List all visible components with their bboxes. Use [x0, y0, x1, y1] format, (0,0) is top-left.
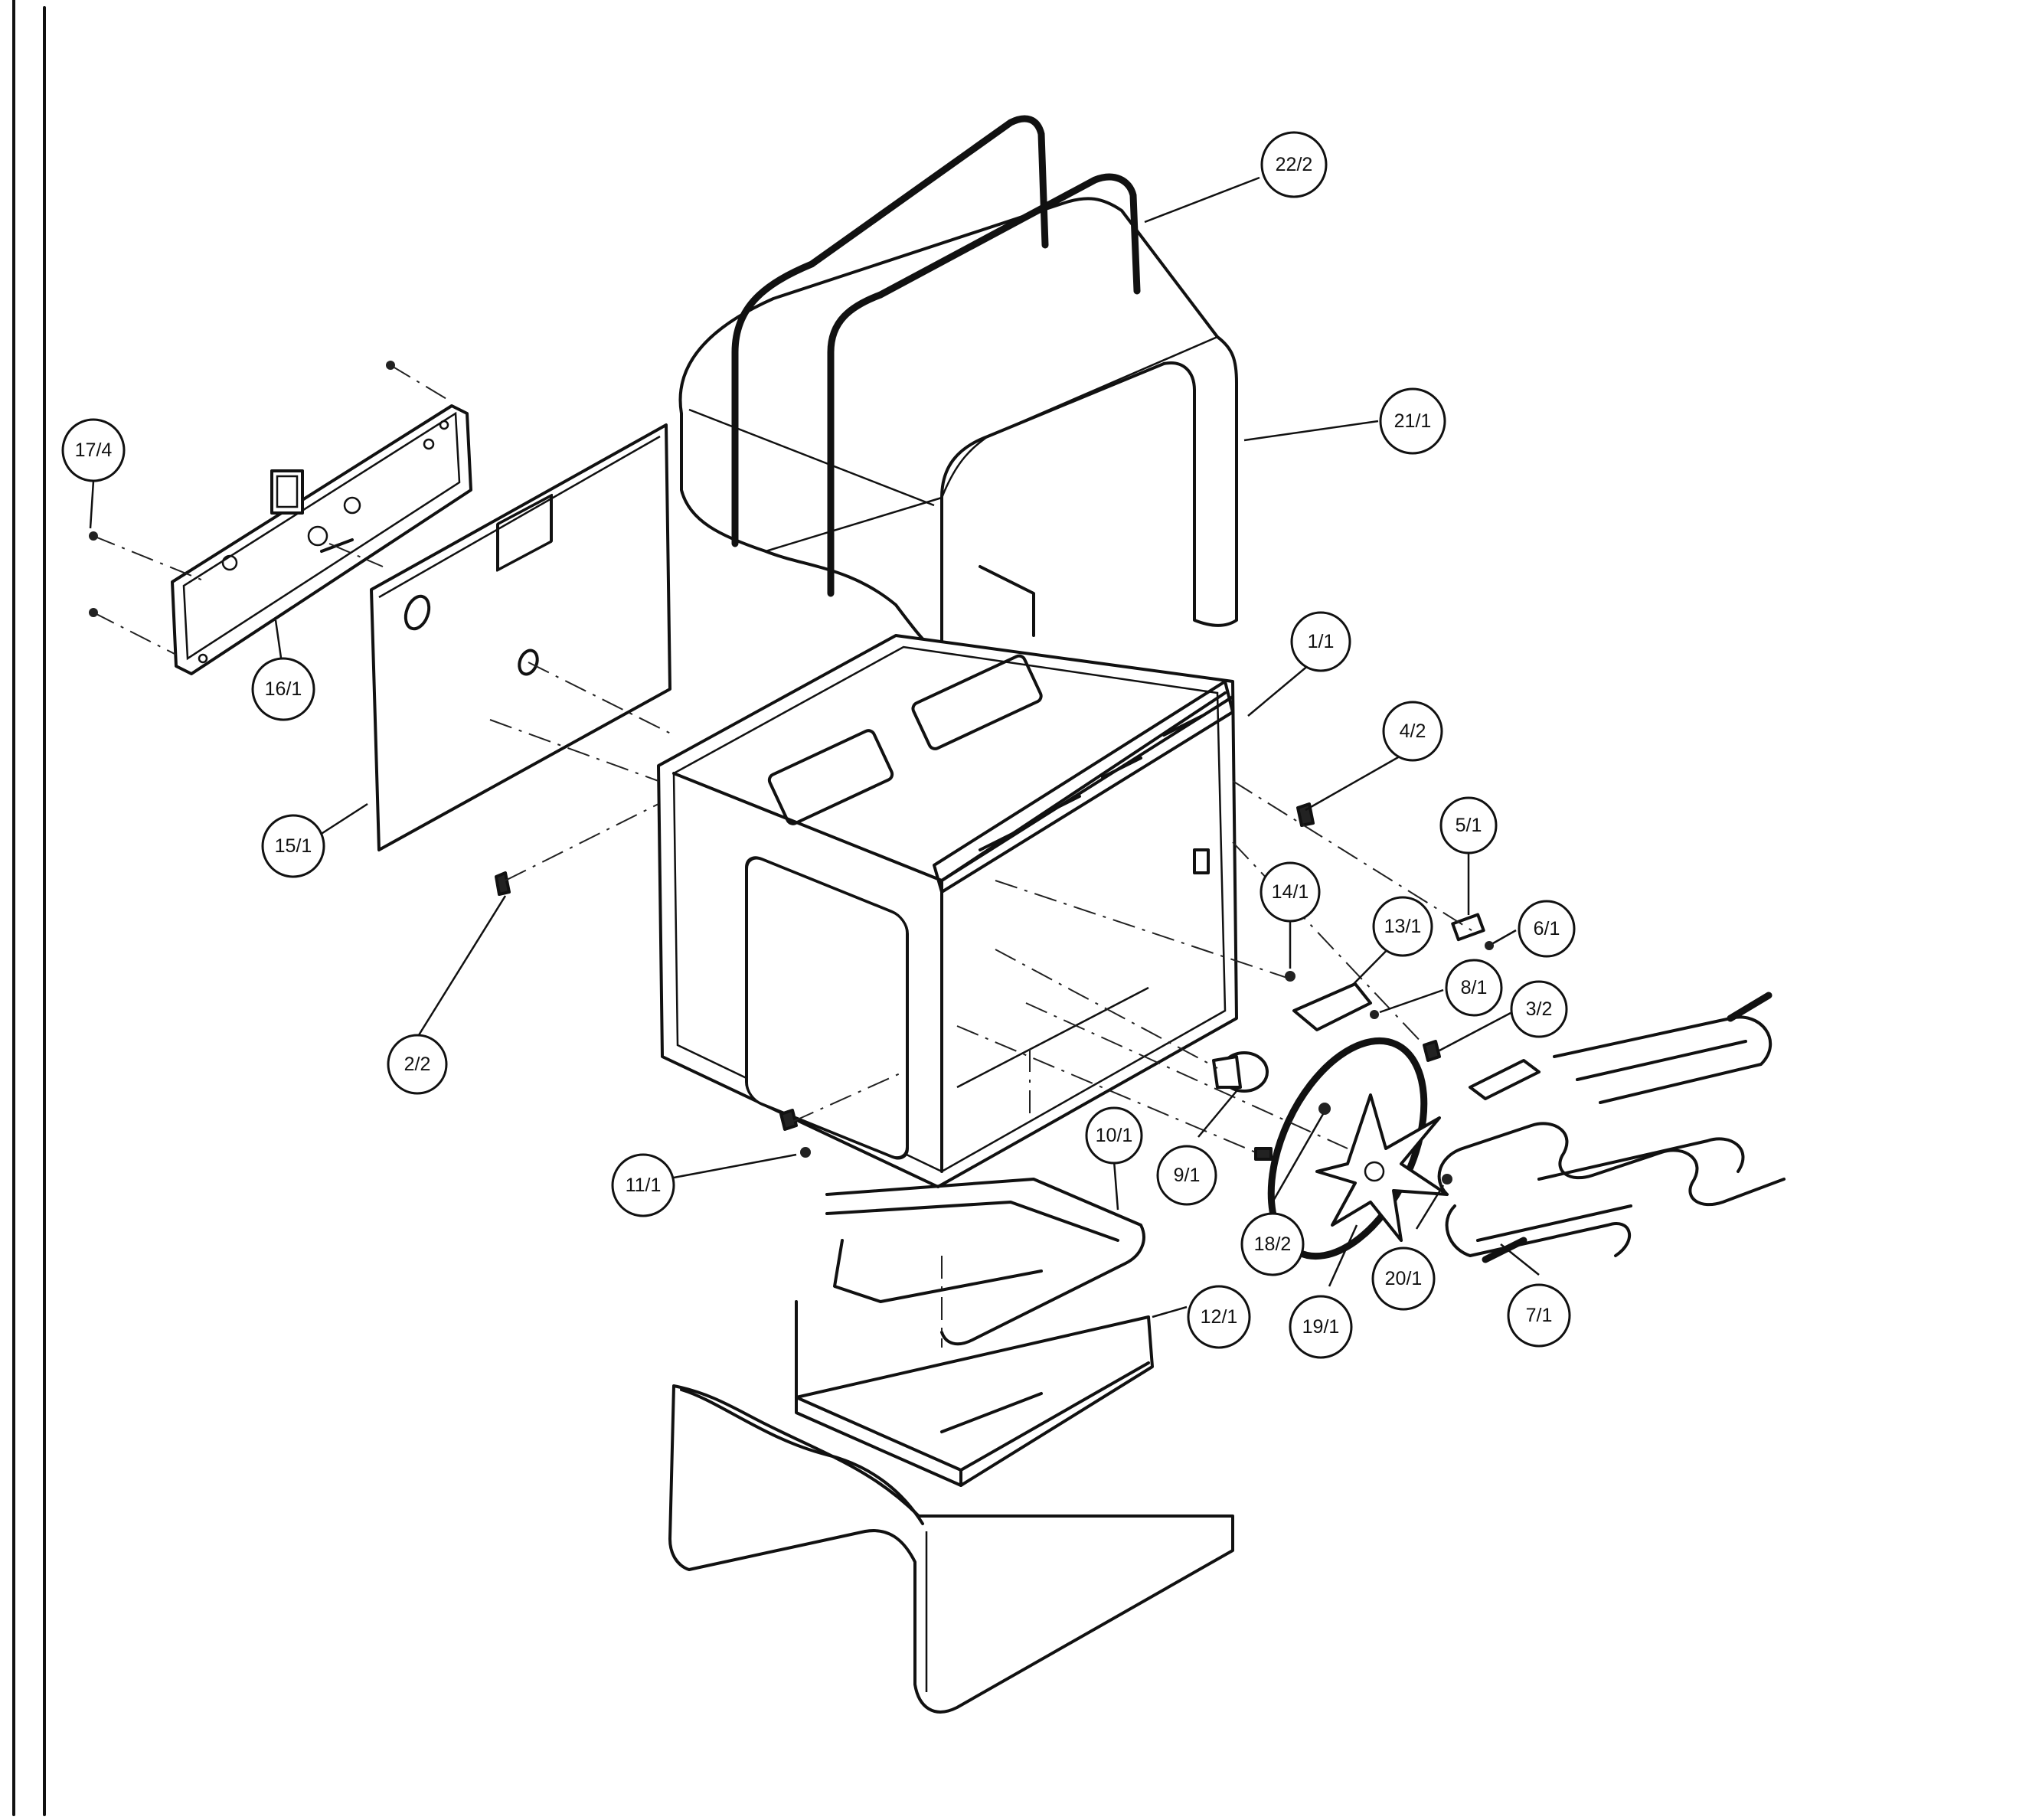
- front-control-panel: [370, 423, 671, 851]
- door-seal-gasket: [731, 115, 1141, 597]
- clip-8-1: [1370, 1010, 1379, 1019]
- callout-9-1: 9/1: [1156, 1145, 1217, 1206]
- callout-14-1: 14/1: [1260, 861, 1321, 923]
- svg-text:15/1: 15/1: [275, 835, 312, 857]
- bracket-5-1: [1451, 913, 1485, 942]
- svg-text:18/2: 18/2: [1254, 1233, 1292, 1255]
- outer-casing-bottom: [668, 1384, 1234, 1714]
- callout-20-1: 20/1: [1371, 1247, 1436, 1311]
- callout-7-1: 7/1: [1507, 1283, 1571, 1348]
- svg-text:3/2: 3/2: [1526, 998, 1553, 1020]
- callout-3-2: 3/2: [1510, 980, 1568, 1038]
- svg-text:7/1: 7/1: [1526, 1305, 1553, 1326]
- svg-text:12/1: 12/1: [1201, 1306, 1238, 1328]
- svg-text:19/1: 19/1: [1302, 1316, 1340, 1338]
- hinge-lower: [779, 1109, 798, 1131]
- callout-15-1: 15/1: [261, 814, 325, 878]
- svg-text:9/1: 9/1: [1174, 1165, 1201, 1186]
- clip-3-2: [1423, 1040, 1441, 1062]
- svg-text:16/1: 16/1: [265, 678, 302, 700]
- callout-8-1: 8/1: [1445, 959, 1503, 1017]
- callout-12-1: 12/1: [1187, 1285, 1251, 1349]
- svg-text:13/1: 13/1: [1384, 916, 1422, 937]
- outer-casing-top: [678, 197, 1238, 652]
- nut-18-2: [1318, 1103, 1331, 1115]
- screw-11-1: [800, 1147, 811, 1158]
- callout-2-2: 2/2: [387, 1034, 448, 1095]
- hinge-part-2-2: [495, 871, 511, 896]
- convection-fan: [1315, 1093, 1449, 1242]
- callout-17-4: 17/4: [61, 418, 126, 482]
- svg-text:10/1: 10/1: [1096, 1125, 1133, 1146]
- callout-10-1: 10/1: [1085, 1106, 1143, 1165]
- assembly-axis-lines: [93, 364, 1478, 1348]
- screw-14-1: [1285, 971, 1295, 982]
- callout-5-1: 5/1: [1439, 796, 1498, 854]
- callout-22-2: 22/2: [1260, 131, 1328, 198]
- screw-6-1: [1485, 941, 1494, 950]
- svg-text:21/1: 21/1: [1394, 410, 1432, 432]
- callout-leader-lines: [89, 176, 1540, 1318]
- hinge-part-4-2: [1296, 802, 1315, 827]
- callout-6-1: 6/1: [1518, 900, 1576, 958]
- svg-text:20/1: 20/1: [1385, 1268, 1423, 1289]
- svg-text:17/4: 17/4: [75, 439, 113, 461]
- svg-text:22/2: 22/2: [1276, 154, 1313, 175]
- grill-heating-element: [1437, 992, 1786, 1263]
- svg-text:6/1: 6/1: [1534, 918, 1560, 939]
- callout-13-1: 13/1: [1372, 896, 1433, 957]
- part-callouts: 22/2 21/1 17/4 16/1 1/1 4/2 15/1 5/1 14/…: [61, 131, 1576, 1359]
- bracket-lower-fan: [1254, 1147, 1273, 1161]
- callout-16-1: 16/1: [251, 657, 315, 721]
- callout-19-1: 19/1: [1289, 1295, 1353, 1359]
- callout-21-1: 21/1: [1379, 387, 1446, 455]
- callout-11-1: 11/1: [611, 1153, 675, 1217]
- shelf-support-rail: [825, 1178, 1145, 1346]
- svg-text:14/1: 14/1: [1272, 881, 1309, 903]
- screw-20-1: [1442, 1174, 1452, 1184]
- callout-18-2: 18/2: [1240, 1212, 1305, 1276]
- svg-text:11/1: 11/1: [626, 1175, 662, 1196]
- svg-text:2/2: 2/2: [404, 1054, 431, 1075]
- svg-text:8/1: 8/1: [1461, 977, 1488, 998]
- callout-1-1: 1/1: [1290, 611, 1351, 672]
- svg-text:4/2: 4/2: [1400, 720, 1426, 742]
- bottom-tray-panel: [795, 1300, 1154, 1487]
- svg-text:1/1: 1/1: [1308, 631, 1335, 652]
- svg-text:5/1: 5/1: [1456, 815, 1482, 836]
- callout-4-2: 4/2: [1382, 701, 1443, 762]
- oven-lamp: [1212, 1051, 1269, 1093]
- control-panel-bracket: [171, 404, 472, 675]
- oven-cavity: [657, 565, 1238, 1188]
